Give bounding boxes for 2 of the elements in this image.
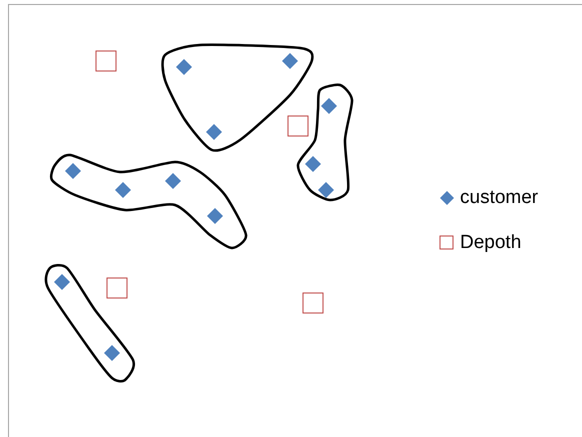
legend-label: customer xyxy=(460,187,538,209)
legend-label: Depoth xyxy=(460,232,522,254)
